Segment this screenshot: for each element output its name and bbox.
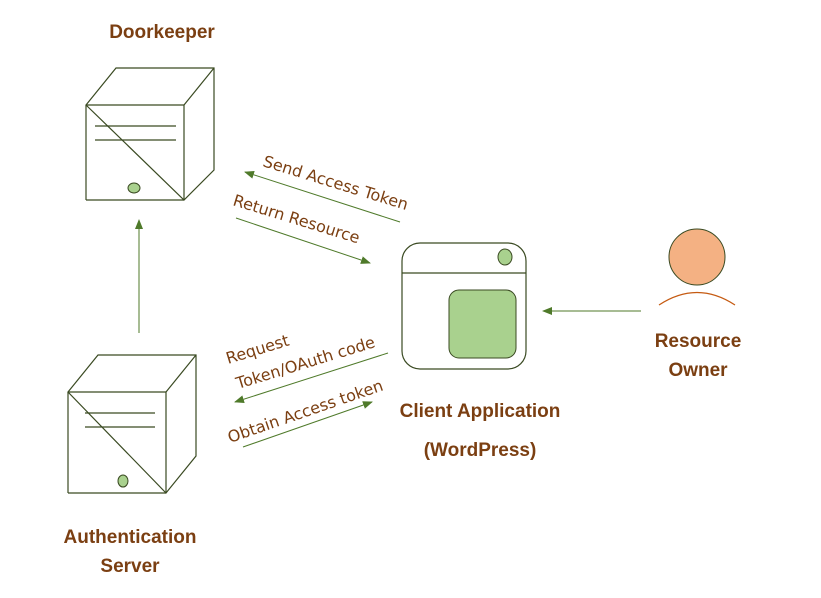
doorkeeper-title: Doorkeeper <box>109 22 215 43</box>
authentication-server-title-line2: Server <box>100 556 160 577</box>
arrow-request-token <box>234 352 389 404</box>
client-application-screen-icon <box>448 289 517 359</box>
resource-owner-title: Resource Owner <box>628 327 768 385</box>
resource-owner-shoulders-icon <box>658 291 736 306</box>
resource-owner-head-icon <box>668 228 726 286</box>
arrow-send-access-token <box>244 170 401 223</box>
authentication-server-title-line1: Authentication <box>63 527 197 548</box>
authentication-server-title: Authentication Server <box>40 523 220 581</box>
resource-owner-title-line2: Owner <box>668 360 728 381</box>
authentication-server-icon <box>67 354 197 494</box>
client-application-title-line2: (WordPress) <box>423 440 537 461</box>
resource-owner-title-line1: Resource <box>654 331 742 352</box>
client-application-title: Client Application (WordPress) <box>370 392 590 470</box>
doorkeeper-status-light-icon <box>127 182 141 194</box>
arrow-return-resource <box>235 217 371 264</box>
arrow-obtain-access-token <box>242 401 373 448</box>
authentication-server-status-light-icon <box>117 474 129 488</box>
doorkeeper-server-icon <box>85 67 215 201</box>
client-application-window-dot-icon <box>497 248 513 266</box>
client-application-title-line1: Client Application <box>399 401 561 422</box>
